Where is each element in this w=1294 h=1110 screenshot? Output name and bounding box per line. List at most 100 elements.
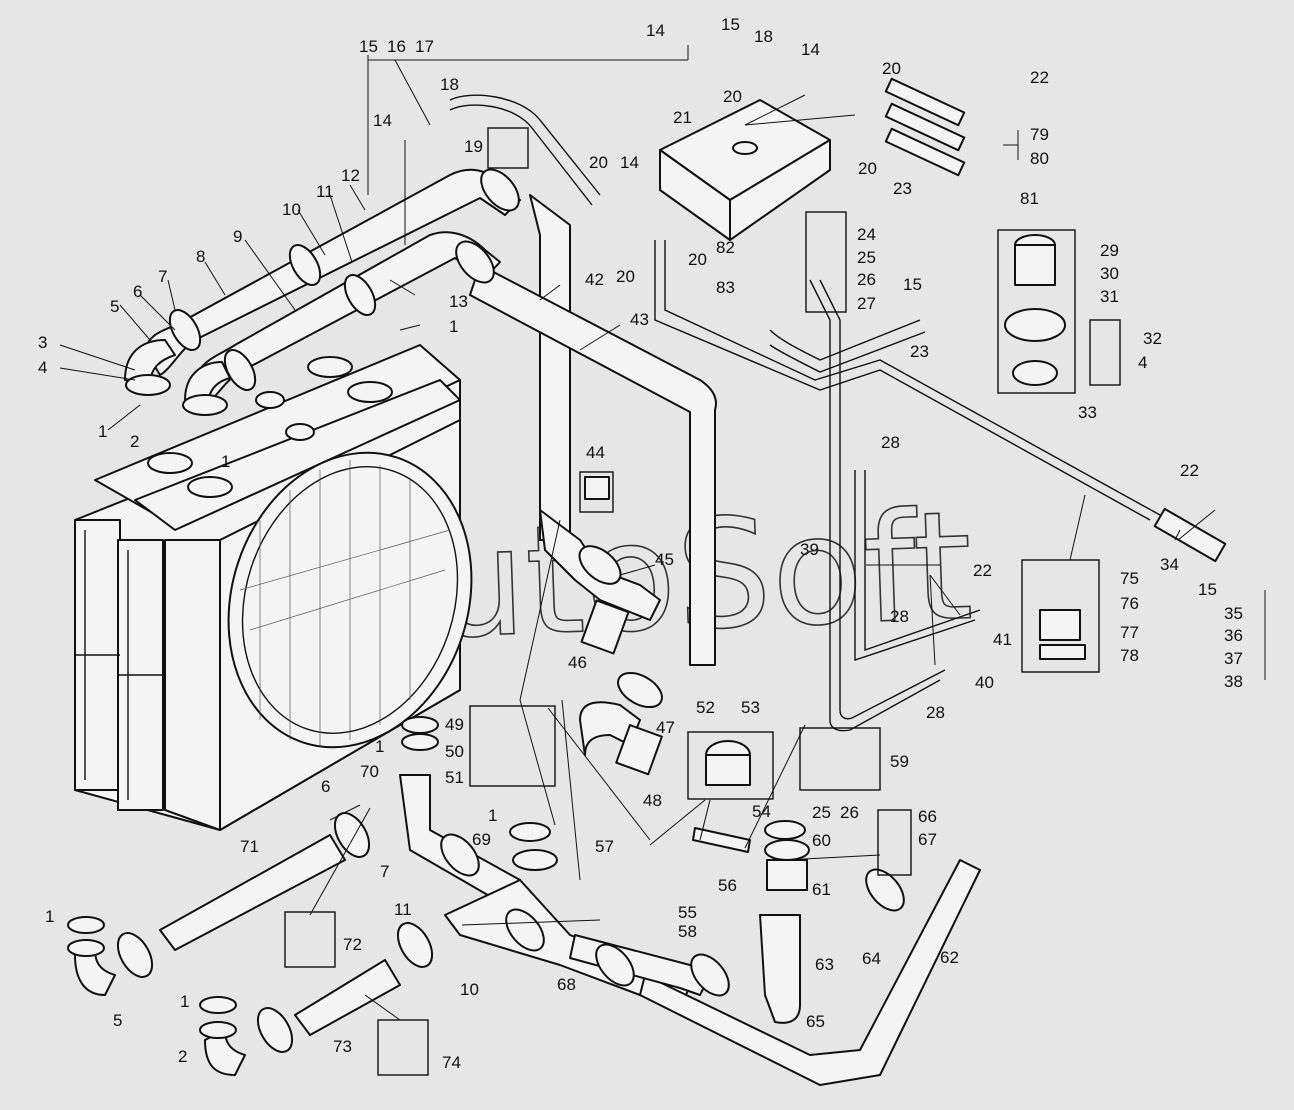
callout-44: 44 [586, 443, 605, 462]
callout-6b: 6 [321, 777, 330, 796]
callout-20a: 20 [882, 59, 901, 78]
callout-10: 10 [282, 200, 301, 219]
callout-20e: 20 [616, 267, 635, 286]
callout-22c: 22 [973, 561, 992, 580]
callout-2b: 2 [178, 1047, 187, 1066]
coolant-lines [449, 77, 1227, 732]
callout-5b: 5 [113, 1011, 122, 1030]
callout-28a: 28 [881, 433, 900, 452]
callout-64: 64 [862, 949, 881, 968]
lower-clamps [67, 716, 905, 1053]
callout-15b: 15 [721, 15, 740, 34]
callout-20f: 20 [688, 250, 707, 269]
callout-52: 52 [696, 698, 715, 717]
callout-58: 58 [678, 922, 697, 941]
callout-79: 79 [1030, 125, 1049, 144]
callout-83: 83 [716, 278, 735, 297]
callout-15a: 15 [359, 37, 378, 56]
callout-15c: 15 [903, 275, 922, 294]
callout-25a: 25 [857, 248, 876, 267]
callout-3: 3 [38, 333, 47, 352]
callout-74: 74 [442, 1053, 461, 1072]
callout-27: 27 [857, 294, 876, 313]
callout-45: 45 [655, 550, 674, 569]
callout-69: 69 [472, 830, 491, 849]
callout-28c: 28 [926, 703, 945, 722]
callout-7: 7 [158, 267, 167, 286]
callout-16: 16 [387, 37, 406, 56]
callout-11: 11 [316, 182, 334, 201]
callout-77: 77 [1120, 623, 1139, 642]
callout-54: 54 [752, 802, 771, 821]
callout-23b: 23 [910, 342, 929, 361]
callout-82: 82 [716, 238, 735, 257]
callout-73: 73 [333, 1037, 352, 1056]
callout-40: 40 [975, 673, 994, 692]
callout-46: 46 [568, 653, 587, 672]
callout-49: 49 [445, 715, 464, 734]
callout-15d: 15 [1198, 580, 1217, 599]
callout-75: 75 [1120, 569, 1139, 588]
callout-20d: 20 [589, 153, 608, 172]
callout-20b: 20 [723, 87, 742, 106]
callout-5: 5 [110, 297, 119, 316]
callout-14b: 14 [646, 21, 665, 40]
callout-6: 6 [133, 282, 142, 301]
callout-80: 80 [1030, 149, 1049, 168]
callout-33: 33 [1078, 403, 1097, 422]
callout-22b: 22 [1180, 461, 1199, 480]
callout-59: 59 [890, 752, 909, 771]
callout-34: 34 [1160, 555, 1179, 574]
clamp-detail-box-75-78 [1021, 559, 1100, 673]
callout-18b: 18 [754, 27, 773, 46]
callout-71: 71 [240, 837, 259, 856]
callout-26a: 26 [857, 270, 876, 289]
callout-28b: 28 [890, 607, 909, 626]
callout-32: 32 [1143, 329, 1162, 348]
callout-14a: 14 [373, 111, 392, 130]
tank-detail-box-29-31 [997, 229, 1121, 394]
callout-50: 50 [445, 742, 464, 761]
callout-1: 1 [98, 422, 107, 441]
callout-48: 48 [643, 791, 662, 810]
callout-57: 57 [595, 837, 614, 856]
callout-38: 38 [1224, 672, 1243, 691]
callout-24: 24 [857, 225, 876, 244]
callout-56: 56 [718, 876, 737, 895]
callout-8: 8 [196, 247, 205, 266]
callout-1d: 1 [488, 806, 497, 825]
callout-1e: 1 [375, 737, 384, 756]
callout-81: 81 [1020, 189, 1039, 208]
callout-1b: 1 [449, 317, 458, 336]
callout-18a: 18 [440, 75, 459, 94]
lower-detail-boxes [284, 127, 912, 1076]
callout-29: 29 [1100, 241, 1119, 260]
callout-53: 53 [741, 698, 760, 717]
callout-78: 78 [1120, 646, 1139, 665]
callout-51: 51 [445, 768, 464, 787]
callout-20c: 20 [858, 159, 877, 178]
expansion-tank [659, 99, 831, 241]
callout-72: 72 [343, 935, 362, 954]
callout-43: 43 [630, 310, 649, 329]
callout-68: 68 [557, 975, 576, 994]
callout-39: 39 [800, 540, 819, 559]
callout-37: 37 [1224, 649, 1243, 668]
callout-labels: 3 4 1 2 5 6 7 8 9 10 11 12 15 16 17 18 1… [38, 15, 1243, 1072]
middle-pipes [539, 476, 663, 776]
callout-66: 66 [918, 807, 937, 826]
callout-41: 41 [993, 630, 1012, 649]
callout-1f: 1 [45, 907, 54, 926]
callout-11b: 11 [394, 900, 412, 919]
callout-9: 9 [233, 227, 242, 246]
callout-14c: 14 [801, 40, 820, 59]
callout-67: 67 [918, 830, 937, 849]
callout-4b: 4 [1138, 353, 1147, 372]
callout-25b: 25 [812, 803, 831, 822]
callout-14d: 14 [620, 153, 639, 172]
callout-7b: 7 [380, 862, 389, 881]
callout-13: 13 [449, 292, 468, 311]
callout-22a: 22 [1030, 68, 1049, 87]
fan-shroud [227, 451, 473, 749]
